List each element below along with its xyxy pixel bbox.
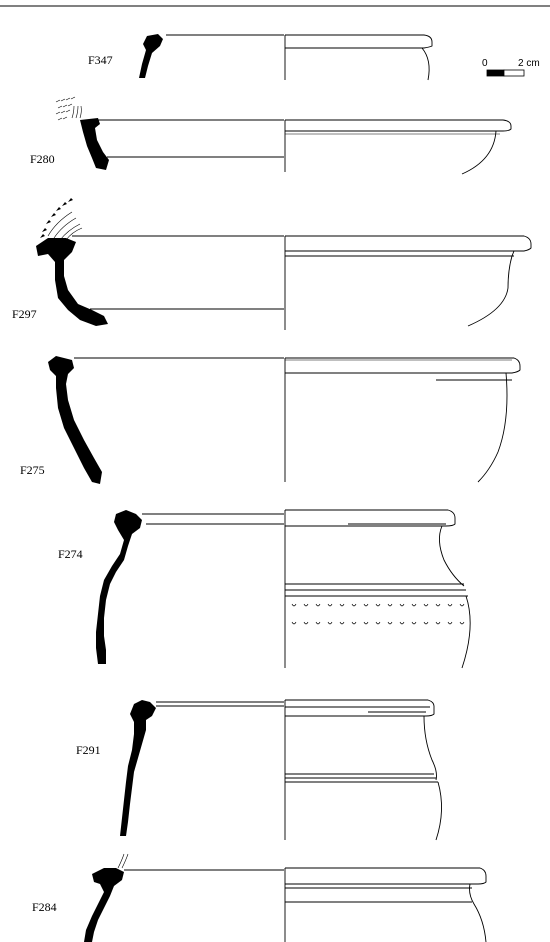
rim-elevation bbox=[285, 867, 487, 885]
section-profile bbox=[80, 118, 109, 170]
vessel-f284: F284 bbox=[32, 853, 487, 942]
decoration-marks bbox=[40, 198, 83, 241]
body-outline bbox=[461, 595, 471, 669]
body-outline bbox=[421, 47, 430, 81]
section-profile bbox=[48, 356, 102, 484]
scale-white-segment bbox=[503, 69, 525, 77]
scale-end-label: 2 cm bbox=[518, 58, 540, 69]
body-outline bbox=[461, 130, 497, 175]
vessel-f291: F291 bbox=[76, 699, 442, 841]
figure-label: F275 bbox=[20, 463, 45, 477]
scale-bar: 0 2 cm bbox=[482, 58, 540, 77]
section-profile bbox=[84, 868, 124, 942]
rim-elevation bbox=[285, 235, 532, 252]
body-outline bbox=[435, 781, 442, 841]
section-profile bbox=[120, 700, 156, 836]
vessel-f297: F297 bbox=[12, 198, 532, 330]
section-profile bbox=[36, 238, 108, 326]
figure-label: F284 bbox=[32, 900, 57, 914]
figure-label: F297 bbox=[12, 307, 37, 321]
vessel-f274: F274 bbox=[58, 509, 471, 669]
figure-label: F274 bbox=[58, 547, 83, 561]
section-profile bbox=[139, 34, 163, 78]
decoration-marks bbox=[117, 853, 129, 869]
figure-label: F291 bbox=[76, 743, 101, 757]
scale-zero-label: 0 bbox=[482, 58, 488, 69]
body-outline bbox=[469, 883, 487, 942]
figure-label: F347 bbox=[88, 53, 113, 67]
body-outline bbox=[467, 250, 515, 327]
shoulder-outline bbox=[439, 525, 465, 587]
decoration-marks bbox=[55, 96, 82, 121]
impressed-decoration-rows bbox=[291, 603, 465, 625]
shoulder-outline bbox=[423, 715, 437, 781]
vessel-f347: F347 bbox=[88, 34, 433, 81]
vessel-f280: F280 bbox=[30, 96, 512, 175]
body-outline bbox=[477, 372, 508, 483]
rim-elevation bbox=[285, 699, 435, 717]
rim-elevation bbox=[285, 509, 456, 527]
rim-elevation bbox=[285, 119, 512, 132]
scale-black-segment bbox=[486, 69, 505, 77]
rim-elevation bbox=[285, 357, 521, 374]
section-profile bbox=[96, 510, 142, 664]
vessel-f275: F275 bbox=[20, 356, 521, 484]
rim-elevation bbox=[285, 34, 433, 49]
figure-label: F280 bbox=[30, 152, 55, 166]
